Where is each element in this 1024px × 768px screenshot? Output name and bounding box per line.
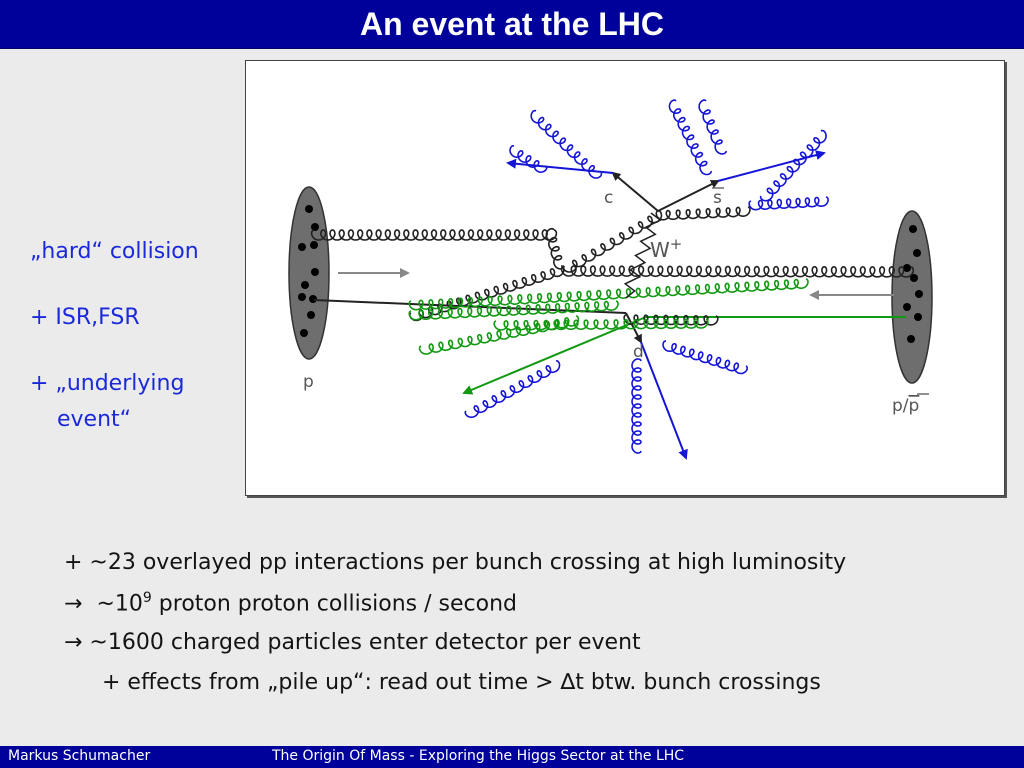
- label-p-left: p: [303, 372, 314, 392]
- event-diagram: p p/p c s W+ d: [245, 60, 1005, 496]
- proton-right-blob: [891, 210, 933, 384]
- parton-dot: [307, 311, 315, 319]
- footer-bar: Markus Schumacher The Origin Of Mass - E…: [0, 746, 1024, 768]
- label-p-right: p/p: [892, 396, 919, 416]
- side-label-hard-collision: „hard“ collision: [30, 239, 199, 264]
- gluon-coil: [493, 318, 709, 331]
- gluon-coil: [668, 99, 712, 176]
- event-diagram-canvas: p p/p c s W+ d: [288, 99, 933, 460]
- gluon-coil: [545, 227, 565, 270]
- parton-dot: [300, 329, 308, 337]
- gluon-coil: [562, 209, 663, 273]
- proton-right-partons: [903, 225, 923, 343]
- parton-dot: [309, 295, 317, 303]
- parton-dot: [903, 303, 911, 311]
- gluon-coils: [310, 99, 915, 454]
- bullet-pileup-effects: + effects from „pile up“: read out time …: [102, 670, 821, 695]
- footer-talk-title: The Origin Of Mass - Exploring the Higgs…: [272, 748, 685, 764]
- gluon-coil: [530, 109, 603, 179]
- parton-dot: [903, 264, 911, 272]
- gluon-coil: [759, 129, 827, 202]
- gluon-coil: [408, 278, 809, 311]
- fsr-line-c: [506, 158, 614, 174]
- parton-dot: [311, 268, 319, 276]
- side-label-underlying: + „underlying: [30, 371, 185, 396]
- parton-dot: [915, 290, 923, 298]
- proton-left-blob: [288, 186, 330, 360]
- parton-dot: [907, 335, 915, 343]
- label-sbar: s: [713, 188, 722, 208]
- gluon-coil: [662, 340, 749, 375]
- side-label-isr-fsr: + ISR,FSR: [30, 305, 140, 330]
- gluon-coil: [464, 359, 561, 419]
- gluon-coil: [698, 99, 727, 155]
- parton-dot: [301, 281, 309, 289]
- gluon-coil: [310, 229, 558, 241]
- gluon-coil: [623, 314, 719, 326]
- quark-line-left: [313, 299, 627, 314]
- arrow-icon: →: [64, 591, 83, 617]
- gluon-coil: [509, 144, 548, 174]
- collision-rate-base: ~10: [96, 591, 143, 617]
- side-label-event: event“: [57, 407, 132, 432]
- gluon-coil: [408, 300, 619, 321]
- label-c: c: [604, 188, 613, 208]
- quark-line-c: [611, 171, 659, 212]
- parton-dot: [298, 293, 306, 301]
- ue-line-left: [462, 316, 647, 395]
- parton-dot: [913, 249, 921, 257]
- label-d: d: [633, 342, 644, 362]
- slide-title: An event at the LHC: [0, 0, 1024, 49]
- bullet-collision-rate: → ~109 proton proton collisions / second: [64, 590, 517, 616]
- w-boson-line: [623, 212, 662, 299]
- gluon-coil: [560, 265, 915, 278]
- parton-dot: [298, 243, 306, 251]
- gluon-coil: [748, 196, 829, 211]
- gluon-coil: [655, 206, 751, 221]
- gluon-coil: [631, 358, 642, 454]
- label-w: W+: [650, 235, 682, 262]
- bullet-pileup-count: + ~23 overlayed pp interactions per bunc…: [64, 550, 847, 575]
- bullet-charged-particles: → ~1600 charged particles enter detector…: [64, 630, 641, 655]
- collision-rate-text: proton proton collisions / second: [151, 591, 517, 617]
- proton-left-partons: [298, 205, 319, 337]
- collision-rate-exponent: 9: [142, 590, 152, 606]
- parton-dot: [311, 223, 319, 231]
- footer-author: Markus Schumacher: [8, 748, 151, 764]
- parton-dot: [909, 225, 917, 233]
- parton-dot: [910, 274, 918, 282]
- parton-dot: [305, 205, 313, 213]
- quark-line-d-blue: [640, 341, 688, 460]
- quark-line-sbar: [657, 180, 720, 212]
- parton-dot: [310, 241, 318, 249]
- parton-dot: [914, 313, 922, 321]
